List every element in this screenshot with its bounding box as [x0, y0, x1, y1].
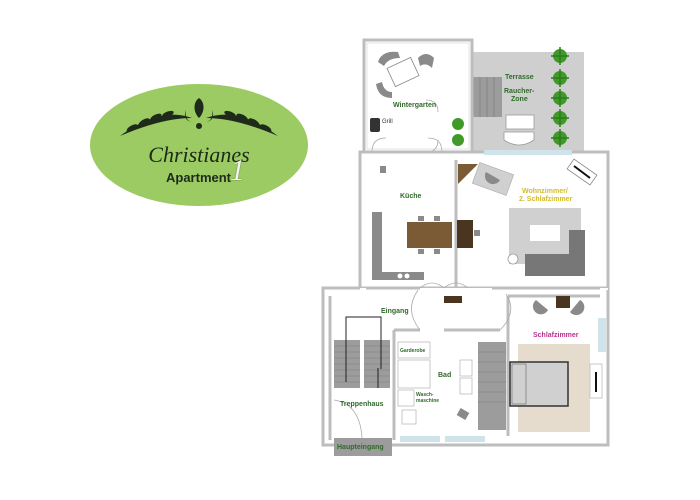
room-label-garderobe: Garderobe	[400, 348, 426, 354]
smoker-bench	[503, 131, 535, 146]
kitchen-counter	[372, 212, 382, 280]
room-label-wintergarten: Wintergarten	[393, 102, 437, 109]
logo-subtitle: Apartment	[166, 170, 232, 185]
chair	[418, 54, 434, 68]
window	[598, 318, 606, 352]
chair	[376, 82, 392, 98]
staircase	[478, 342, 506, 430]
room-label-schlafzimmer: Schlafzimmer	[533, 332, 579, 339]
apartment-logo: Christianes Apartment 1	[90, 84, 308, 206]
room-label-wohnzimmer-1: Wohnzimmer/	[522, 188, 568, 195]
room-label-kueche: Küche	[400, 193, 422, 200]
room-label-haupteingang: Haupteingang	[337, 444, 384, 451]
corner-cabinet	[458, 164, 478, 184]
smoker-table	[505, 114, 535, 130]
shower	[397, 359, 431, 389]
room-label-wohnzimmer-2: 2. Schlafzimmer	[519, 196, 573, 203]
wintergarten-table	[386, 56, 420, 88]
room-label-eingang: Eingang	[381, 308, 409, 315]
dining-table	[407, 222, 452, 248]
room-label-treppenhaus: Treppenhaus	[340, 401, 384, 408]
window	[484, 150, 572, 155]
room-label-wasch-1: Wasch-	[416, 392, 434, 398]
sink	[459, 377, 473, 395]
toilet	[401, 409, 417, 425]
room-label-grill: Grill	[382, 119, 393, 125]
sink	[459, 359, 473, 377]
room-label-raucher-2: Zone	[511, 96, 528, 103]
room-label-terrasse: Terrasse	[505, 74, 534, 81]
chair	[378, 51, 400, 66]
garderobe	[397, 341, 431, 359]
window	[400, 436, 440, 442]
laurel-ornament-icon	[120, 98, 278, 136]
logo-title: Christianes	[148, 142, 250, 167]
window	[445, 436, 485, 442]
washing-machine	[397, 389, 415, 407]
grill-icon	[370, 118, 380, 132]
coffee-table	[530, 225, 560, 241]
logo-number: 1	[230, 154, 245, 187]
room-label-bad: Bad	[438, 372, 452, 379]
room-label-wasch-2: maschine	[416, 398, 440, 404]
sideboard	[457, 220, 473, 248]
sofa	[525, 230, 585, 276]
main-entrance-mat	[334, 438, 392, 456]
room-label-raucher-1: Raucher-	[504, 88, 535, 95]
